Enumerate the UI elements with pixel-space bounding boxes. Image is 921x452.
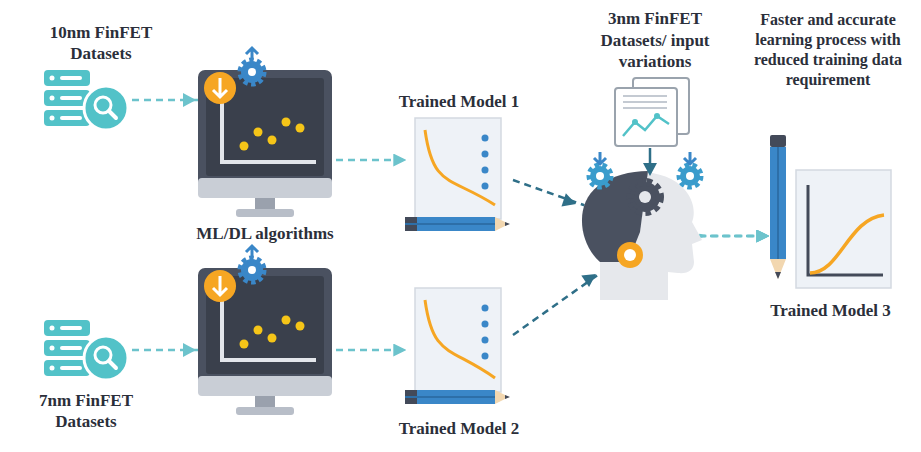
- trained-model-art-part: [495, 390, 509, 404]
- trained-model-art-part: [777, 147, 779, 259]
- computer-monitor: [198, 246, 332, 415]
- trained-model: Trained Model 1: [405, 118, 513, 235]
- dataset-icon-art-part: [60, 326, 82, 330]
- brain-head-part: [617, 242, 643, 268]
- trained-model-art-part: [770, 147, 786, 259]
- dataset-icon-art-part: [60, 76, 82, 80]
- trained-model-art-part: [775, 272, 781, 279]
- dataset-document-art-part: [623, 101, 667, 103]
- dataset-icon-art-part: [44, 320, 90, 336]
- node-title: 7nm FinFET Datasets: [20, 390, 152, 433]
- dataset-icon-art-part: [109, 111, 116, 118]
- dataset-icon-art-part: [50, 96, 55, 101]
- node-title: Trained Model 2: [399, 418, 520, 439]
- dataset-icon-art-part: [50, 366, 55, 371]
- trained-model: Trained Model 3: [768, 135, 893, 290]
- dataset-icon: 7nm FinFET Datasets: [40, 320, 132, 380]
- trained-model-art-part: [482, 167, 489, 174]
- dataset-document: 3nm FinFET Datasets/ input variations: [605, 78, 695, 148]
- trained-model-art-part: [405, 396, 495, 398]
- trained-model-art-part: [405, 217, 495, 231]
- trained-model-art-part: [482, 151, 489, 158]
- trained-model-art-part: [770, 259, 786, 279]
- trained-model-art-part: [482, 305, 489, 312]
- input-arrowheads-part: [561, 193, 578, 210]
- dataset-icon-art-part: [44, 70, 90, 86]
- brain-head-part: [684, 152, 696, 164]
- dataset-icon-art: [40, 320, 132, 380]
- algorithm-label: ML/DL algorithms: [180, 223, 350, 244]
- dataset-document-art-part: [623, 95, 667, 97]
- dataset-icon-art-part: [50, 346, 55, 351]
- trained-model-art-part: [425, 300, 495, 378]
- trained-model-art-part: [405, 390, 495, 404]
- dataset-icon-art-part: [60, 96, 82, 100]
- dataset-icon-art-part: [60, 366, 82, 370]
- brain-head: [582, 152, 702, 300]
- dataset-icon-art-part: [109, 361, 116, 368]
- dataset-document-art-part: [654, 113, 660, 119]
- input-arrowheads-part: [183, 343, 196, 357]
- trained-model-art-part: [482, 321, 489, 328]
- trained-model-art-part: [505, 222, 510, 226]
- input-arrowheads-part: [183, 93, 196, 107]
- brain-head-part: [630, 182, 660, 212]
- trained-model-art-part: [482, 353, 489, 360]
- result-note: Faster and accurate learning process wit…: [740, 10, 916, 90]
- trained-model-art-part: [482, 183, 489, 190]
- dataset-icon-art-part: [84, 86, 128, 130]
- trained-model-art-part: [405, 223, 495, 225]
- dataset-document-art: [605, 78, 695, 148]
- dataset-icon-art: [40, 70, 132, 130]
- brain-head-part: [590, 166, 610, 186]
- trained-model: Trained Model 2: [405, 288, 513, 408]
- dataset-icon-art-part: [60, 116, 82, 120]
- trained-model-art-part: [415, 118, 501, 219]
- trained-model-art-part: [808, 185, 883, 275]
- brain-head-part: [639, 191, 651, 203]
- computer-monitor: [198, 48, 332, 217]
- trained-model-art-part: [482, 135, 489, 142]
- node-title: Trained Model 1: [399, 91, 520, 112]
- dataset-icon-art-part: [50, 116, 55, 121]
- dataset-icon-art-part: [50, 76, 55, 81]
- trained-model-art-part: [415, 288, 501, 392]
- node-title: 3nm FinFET Datasets/ input variations: [584, 8, 726, 72]
- dataset-icon-art-part: [50, 326, 55, 331]
- node-title: Trained Model 3: [770, 300, 891, 321]
- node-title: 10nm FinFET Datasets: [35, 22, 167, 65]
- dataset-document-art-part: [623, 107, 667, 109]
- dataset-icon-art-part: [60, 346, 82, 350]
- trained-model-art-part: [425, 130, 495, 205]
- input-arrowheads-part: [581, 268, 600, 287]
- trained-model-art-part: [796, 170, 891, 288]
- dataset-document-art-part: [632, 119, 638, 125]
- trained-model-art: [405, 118, 513, 235]
- input-arrowheads-part: [643, 163, 657, 176]
- trained-model-art: [768, 135, 893, 290]
- brain-head-part: [594, 152, 606, 164]
- trained-model-art-part: [770, 135, 786, 147]
- brain-head-part: [624, 249, 636, 261]
- trained-model-art-part: [482, 337, 489, 344]
- dataset-icon-art-part: [84, 336, 128, 380]
- dataset-document-art-part: [623, 116, 669, 136]
- dataset-icon: 10nm FinFET Datasets: [40, 70, 132, 130]
- trained-model-art-part: [495, 217, 509, 231]
- trained-model-art: [405, 288, 513, 408]
- brain-head-part: [680, 166, 700, 186]
- trained-model-art-part: [505, 395, 510, 399]
- dataset-document-art-part: [615, 88, 677, 146]
- trained-model-art-part: [810, 215, 884, 273]
